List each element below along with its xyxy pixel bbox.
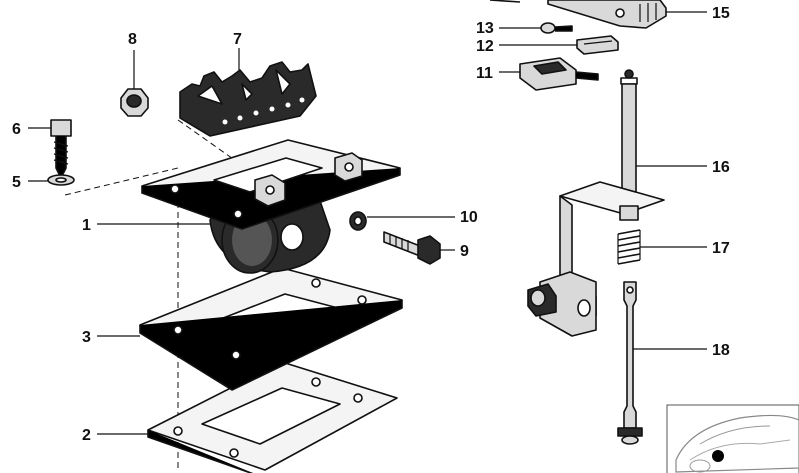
part-7-clip: [179, 61, 317, 137]
callout-7: 7: [233, 31, 242, 48]
part-3-middle-gasket: [139, 267, 403, 391]
callout-5: 5: [12, 174, 21, 191]
callout-2: 2: [82, 427, 91, 444]
part-6-screw: [50, 119, 72, 179]
leader-lines: [28, 11, 707, 435]
part-9-bolt: [383, 231, 441, 265]
callout-10: 10: [460, 209, 478, 226]
part-12-pad: [576, 35, 619, 55]
part-2-lower-gasket: [147, 361, 398, 473]
part-16-shaft: [527, 69, 665, 337]
callout-18: 18: [712, 342, 730, 359]
callout-16: 16: [712, 159, 730, 176]
part-15-housing: [489, 0, 667, 29]
callout-8: 8: [128, 31, 137, 48]
callout-9: 9: [460, 243, 469, 260]
part-5-washer: [47, 174, 75, 186]
callout-17: 17: [712, 240, 730, 257]
part-8-nut: [120, 88, 149, 117]
callout-labels: 8 7 6 5 1 3 2 10 9 13 12 11 15 16 17 18: [12, 5, 730, 444]
callout-6: 6: [12, 121, 21, 138]
part-1-bracket-mount: [141, 139, 401, 274]
callout-11: 11: [476, 65, 493, 82]
callout-15: 15: [712, 5, 730, 22]
callout-13: 13: [476, 20, 494, 37]
part-17-spring: [617, 229, 641, 265]
part-10-washer: [349, 211, 367, 231]
location-marker: [712, 450, 724, 462]
part-13-screw: [540, 22, 573, 34]
callout-3: 3: [82, 329, 91, 346]
callout-12: 12: [476, 38, 494, 55]
vehicle-location-inset: [666, 404, 799, 473]
callout-1: 1: [82, 217, 91, 234]
part-18-rod: [617, 281, 643, 445]
part-11-block: [519, 57, 599, 91]
